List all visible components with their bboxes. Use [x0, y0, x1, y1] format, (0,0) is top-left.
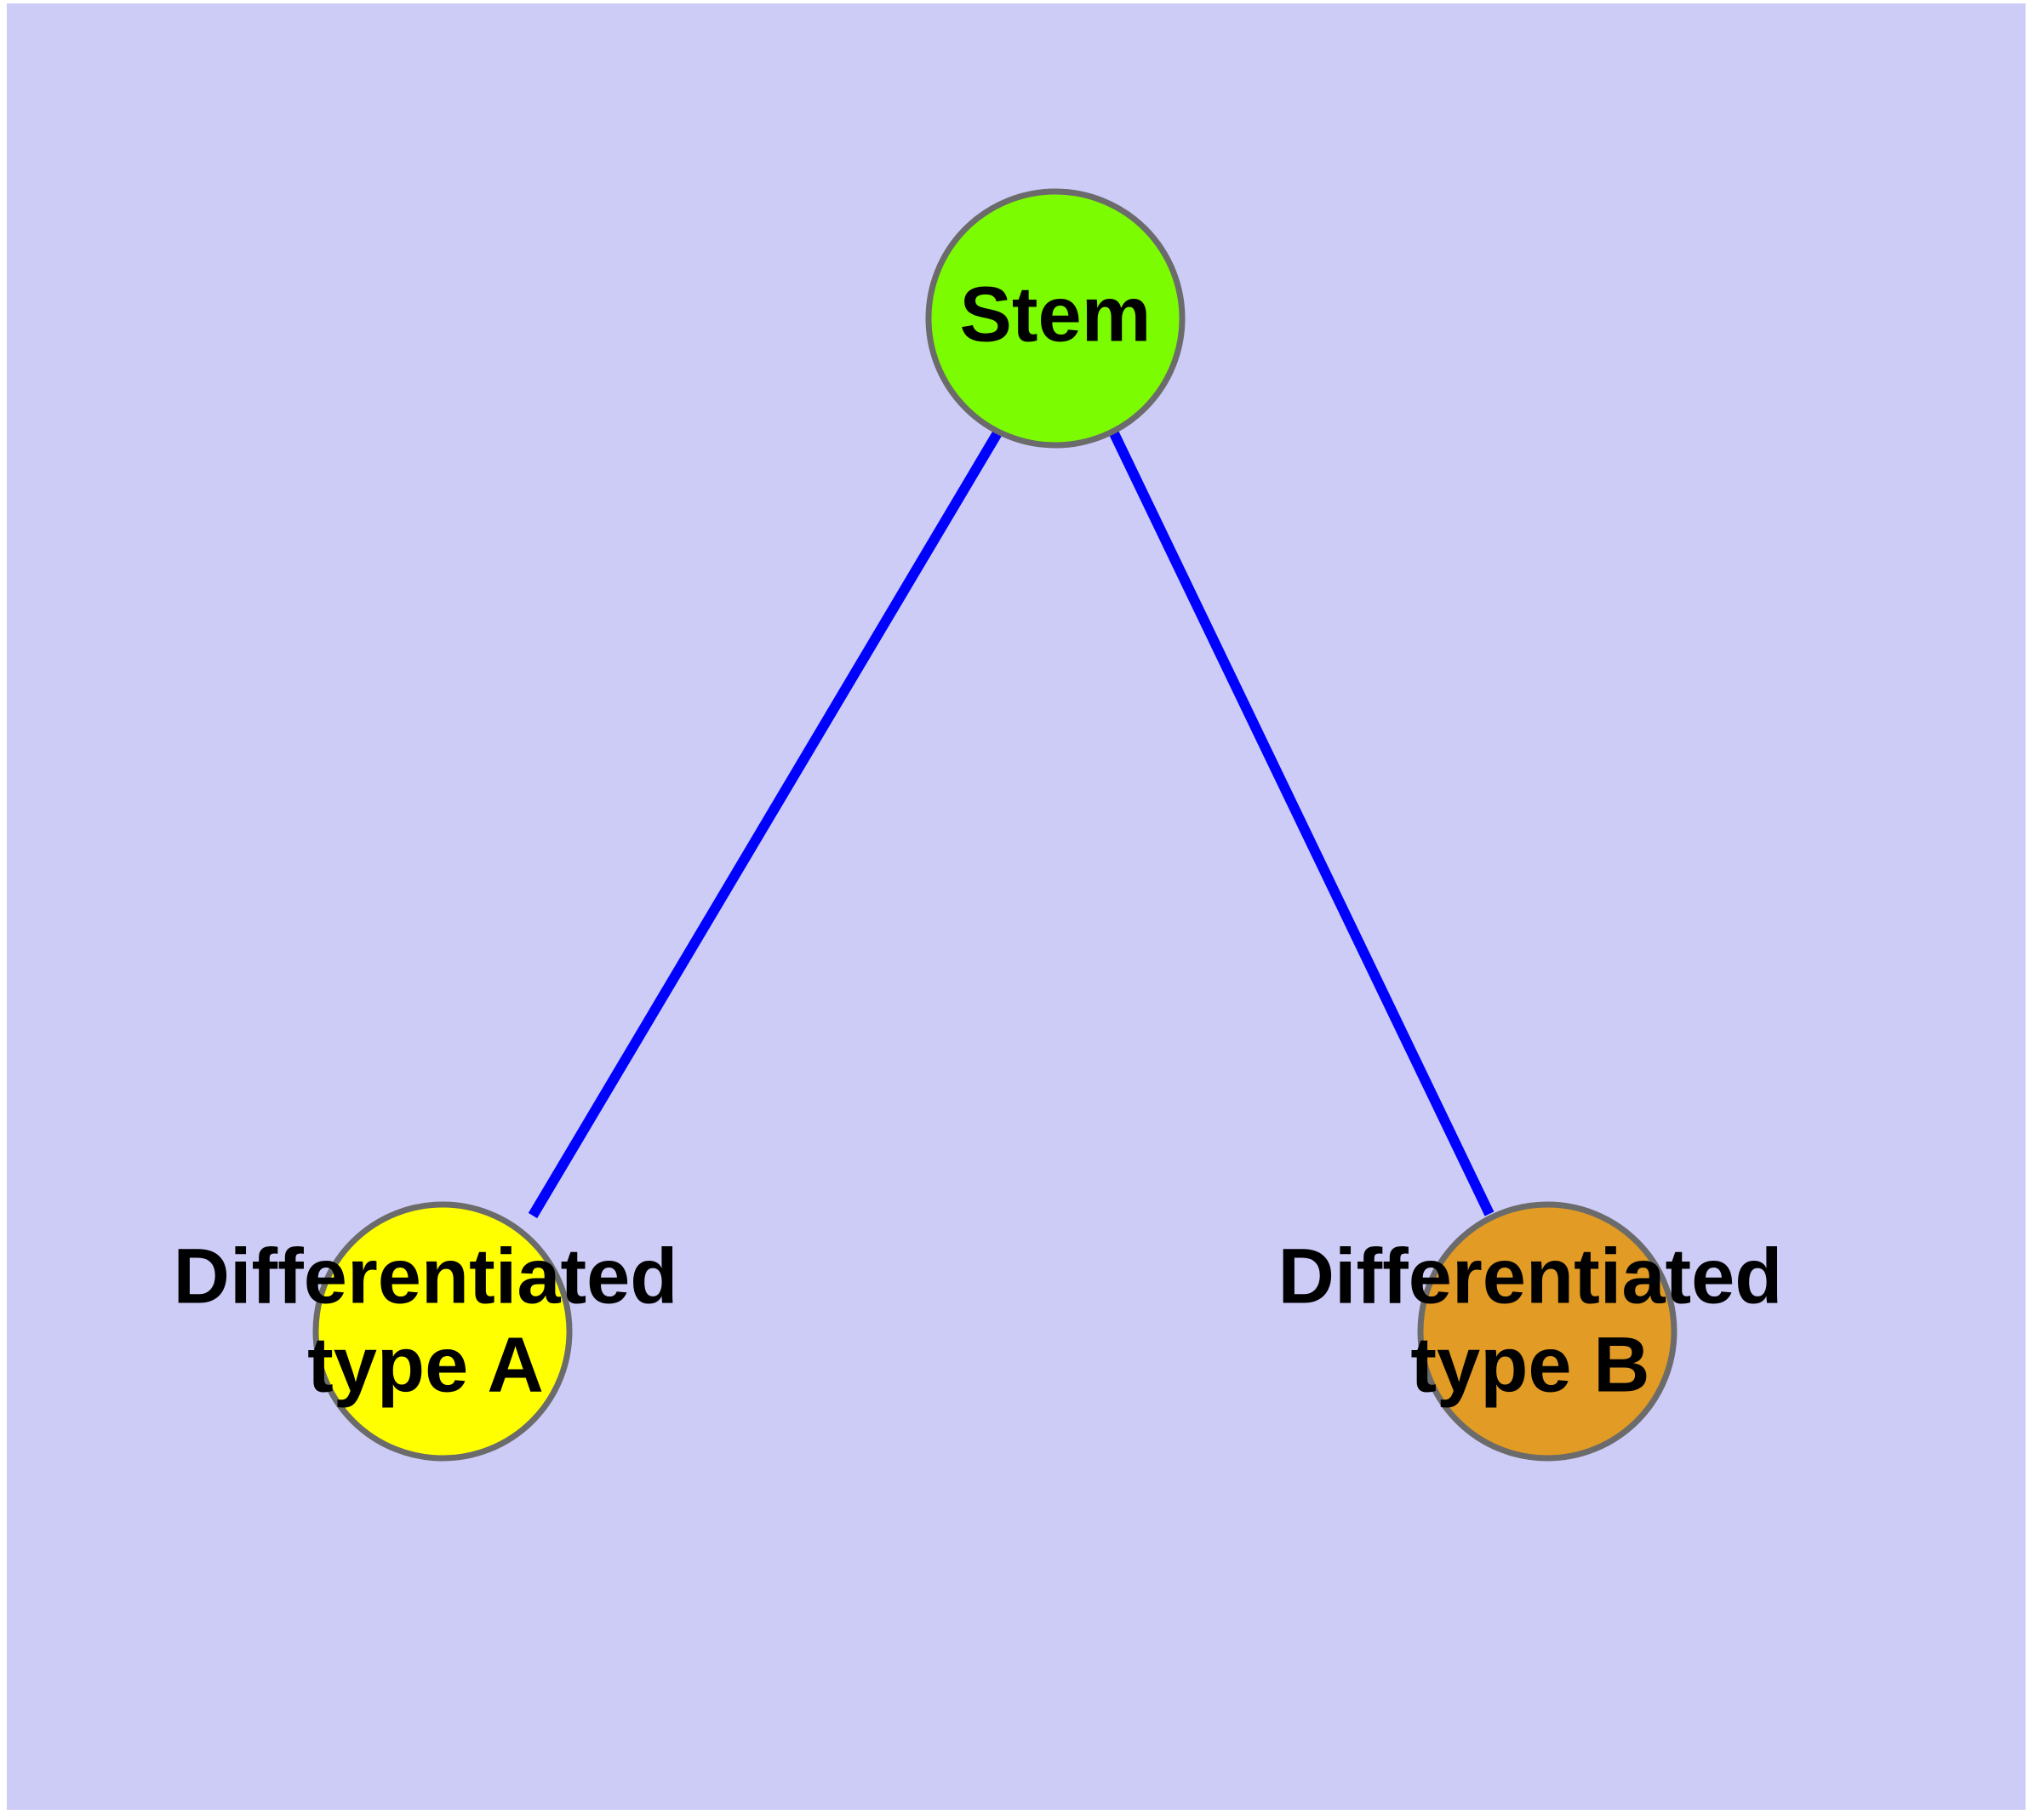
node-differentiated-type-a[interactable] [312, 1201, 573, 1462]
node-label-differentiated-type-a-line1: Differentiated [174, 1233, 678, 1319]
node-differentiated-type-b[interactable] [1417, 1201, 1677, 1462]
lineage-graph: Stem Differentiated type A Differentiate… [174, 188, 1783, 1462]
node-label-stem: Stem [960, 271, 1152, 358]
edge-stem-to-type-b[interactable] [1108, 429, 1495, 1216]
diagram-canvas: Stem Differentiated type A Differentiate… [7, 3, 2026, 1810]
node-label-differentiated-type-b-line1: Differentiated [1278, 1233, 1783, 1319]
node-stem[interactable] [925, 188, 1186, 449]
edge-stem-to-type-a[interactable] [528, 428, 1003, 1219]
node-label-differentiated-type-b-line2: type B [1410, 1321, 1649, 1408]
node-label-differentiated-type-a-line2: type A [307, 1321, 544, 1408]
